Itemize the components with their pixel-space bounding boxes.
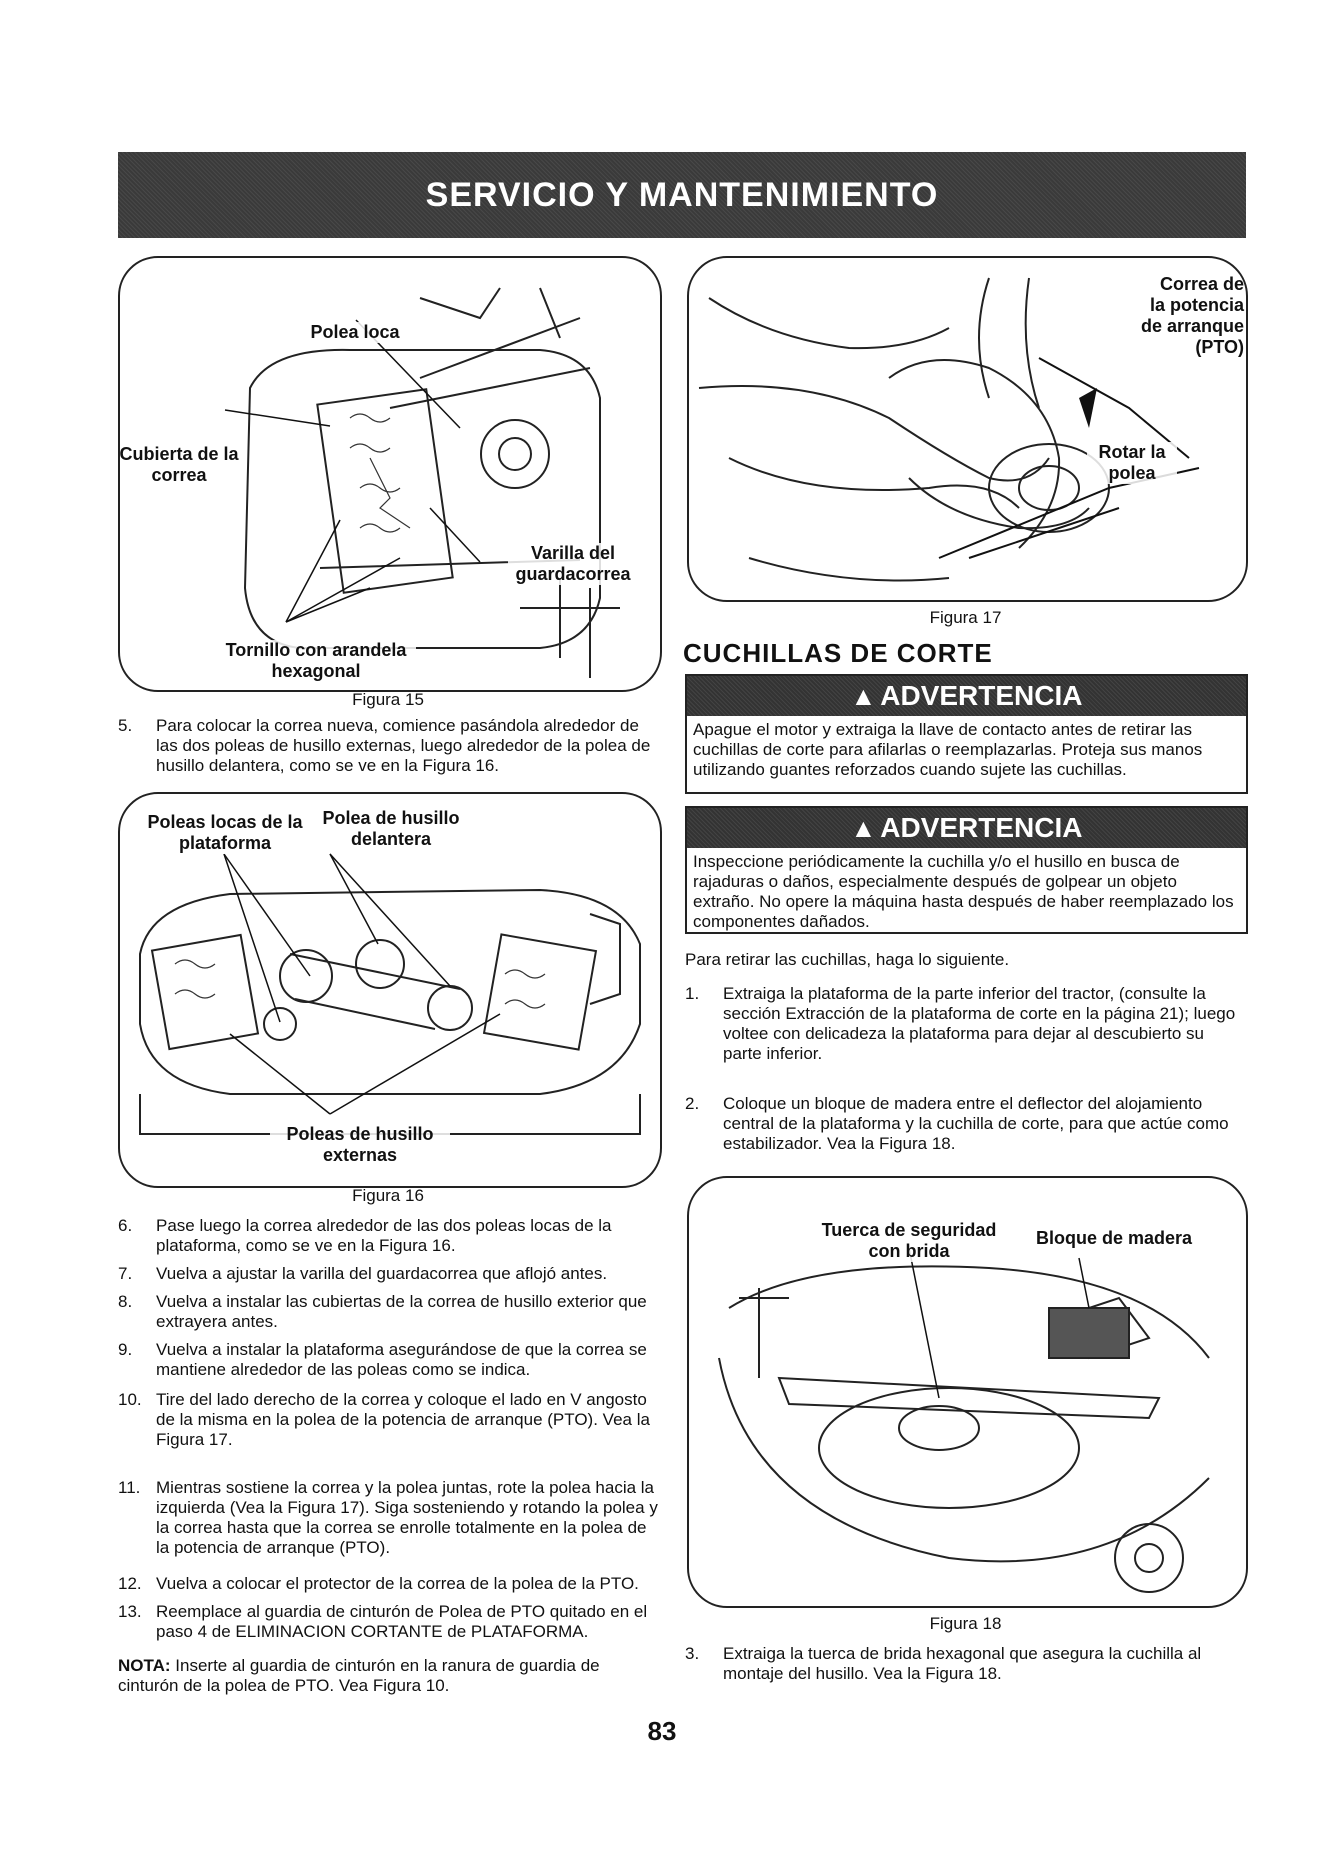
- warning-triangle-icon: ▲: [850, 680, 877, 711]
- step-number: 5.: [118, 716, 133, 735]
- step-7: 7. Vuelva a ajustar la varilla del guard…: [118, 1264, 658, 1284]
- label-rotate-pulley: Rotar la polea: [1087, 442, 1177, 484]
- step-text: Extraiga la plataforma de la parte infer…: [723, 984, 1236, 1063]
- note-text: Inserte al guardia de cinturón en la ran…: [118, 1656, 600, 1695]
- label-wood-block: Bloque de madera: [1029, 1228, 1199, 1249]
- warning-box-1: ▲ ADVERTENCIA Apague el motor y extraiga…: [685, 674, 1248, 794]
- step-2: 2. Coloque un bloque de madera entre el …: [685, 1094, 1244, 1154]
- step-text: Extraiga la tuerca de brida hexagonal qu…: [723, 1644, 1202, 1683]
- warning-triangle-icon: ▲: [850, 812, 877, 843]
- label-front-spindle-pulley: Polea de husillo delantera: [316, 808, 466, 850]
- step-number: 9.: [118, 1340, 133, 1359]
- figure-18-caption: Figura 18: [929, 1614, 1002, 1633]
- step-13: 13. Reemplace al guardia de cinturón de …: [118, 1602, 658, 1642]
- label-hex-bolt: Tornillo con arandela hexagonal: [216, 640, 416, 682]
- step-text: Coloque un bloque de madera entre el def…: [723, 1094, 1229, 1153]
- step-text: Vuelva a ajustar la varilla del guardaco…: [156, 1264, 608, 1283]
- figure-16: Poleas locas de la plataforma Polea de h…: [118, 792, 662, 1188]
- step-5: 5. Para colocar la correa nueva, comienc…: [118, 716, 658, 780]
- step-11: 11. Mientras sostiene la correa y la pol…: [118, 1478, 658, 1560]
- step-text: Vuelva a colocar el protector de la corr…: [156, 1574, 639, 1593]
- label-belt-cover: Cubierta de la correa: [120, 444, 244, 486]
- step-text: Vuelva a instalar las cubiertas de la co…: [156, 1292, 647, 1331]
- page-title: SERVICIO Y MANTENIMIENTO: [425, 175, 939, 214]
- section-header-banner: SERVICIO Y MANTENIMIENTO: [118, 152, 1246, 238]
- warning-text: Inspeccione periódicamente la cuchilla y…: [693, 852, 1234, 931]
- step-number: 7.: [118, 1264, 133, 1283]
- section-title: CUCHILLAS DE CORTE: [683, 638, 993, 668]
- warning-header: ▲ ADVERTENCIA: [687, 676, 1246, 716]
- step-number: 13.: [118, 1602, 142, 1621]
- step-number: 2.: [685, 1094, 700, 1113]
- step-text: Reemplace al guardia de cinturón de Pole…: [156, 1602, 648, 1641]
- figure-16-caption: Figura 16: [352, 1186, 424, 1205]
- step-number: 1.: [685, 984, 700, 1003]
- step-12: 12. Vuelva a colocar el protector de la …: [118, 1574, 658, 1594]
- label-outer-spindle-pulleys: Poleas de husillo externas: [270, 1124, 450, 1166]
- step-1: 1. Extraiga la plataforma de la parte in…: [685, 984, 1244, 1066]
- figure-18-illustration: [718, 1247, 1210, 1593]
- figure-15: Polea loca Cubierta de la correa Varilla…: [118, 256, 662, 692]
- step-9: 9. Vuelva a instalar la plataforma asegu…: [118, 1340, 658, 1380]
- step-text: Pase luego la correa alrededor de las do…: [156, 1216, 612, 1255]
- step-8: 8. Vuelva a instalar las cubiertas de la…: [118, 1292, 658, 1332]
- step-text: Vuelva a instalar la plataforma asegurán…: [156, 1340, 647, 1379]
- note-paragraph: NOTA: Inserte al guardia de cinturón en …: [118, 1656, 658, 1696]
- figure-15-caption: Figura 15: [352, 690, 424, 709]
- page-number: 83: [647, 1716, 677, 1746]
- label-flange-lock-nut: Tuerca de seguridad con brida: [819, 1220, 999, 1262]
- rotate-arrow-icon: [1079, 388, 1097, 428]
- step-number: 3.: [685, 1644, 700, 1663]
- figure-18: Tuerca de seguridad con brida Bloque de …: [687, 1176, 1248, 1608]
- step-text: Tire del lado derecho de la correa y col…: [156, 1390, 650, 1449]
- figure-17-illustration: [698, 277, 1200, 582]
- step-number: 6.: [118, 1216, 133, 1235]
- label-deck-idler-pulleys: Poleas locas de la plataforma: [140, 812, 310, 854]
- intro-paragraph: Para retirar las cuchillas, haga lo sigu…: [685, 950, 1010, 969]
- step-text: Mientras sostiene la correa y la polea j…: [156, 1478, 658, 1557]
- step-text: Para colocar la correa nueva, comience p…: [156, 716, 651, 775]
- warning-text: Apague el motor y extraiga la llave de c…: [693, 720, 1203, 779]
- warning-title: ADVERTENCIA: [880, 680, 1083, 711]
- note-label: NOTA:: [118, 1656, 171, 1675]
- label-pto-belt: Correa de la potencia de arranque (PTO): [1114, 274, 1244, 358]
- step-10: 10. Tire del lado derecho de la correa y…: [118, 1390, 658, 1450]
- figure-17-caption: Figura 17: [929, 608, 1002, 627]
- label-idler-pulley: Polea loca: [300, 322, 410, 343]
- step-number: 12.: [118, 1574, 142, 1593]
- wood-block-shape: [1048, 1307, 1130, 1359]
- warning-header: ▲ ADVERTENCIA: [687, 808, 1246, 848]
- step-number: 11.: [118, 1478, 141, 1497]
- step-number: 8.: [118, 1292, 133, 1311]
- warning-title: ADVERTENCIA: [880, 812, 1083, 843]
- step-number: 10.: [118, 1390, 142, 1409]
- label-belt-guard-rod: Varilla del guardacorrea: [508, 543, 638, 585]
- warning-box-2: ▲ ADVERTENCIA Inspeccione periódicamente…: [685, 806, 1248, 934]
- step-3: 3. Extraiga la tuerca de brida hexagonal…: [685, 1644, 1244, 1688]
- step-6: 6. Pase luego la correa alrededor de las…: [118, 1216, 658, 1256]
- figure-15-illustration: [224, 287, 620, 678]
- figure-17: Correa de la potencia de arranque (PTO) …: [687, 256, 1248, 602]
